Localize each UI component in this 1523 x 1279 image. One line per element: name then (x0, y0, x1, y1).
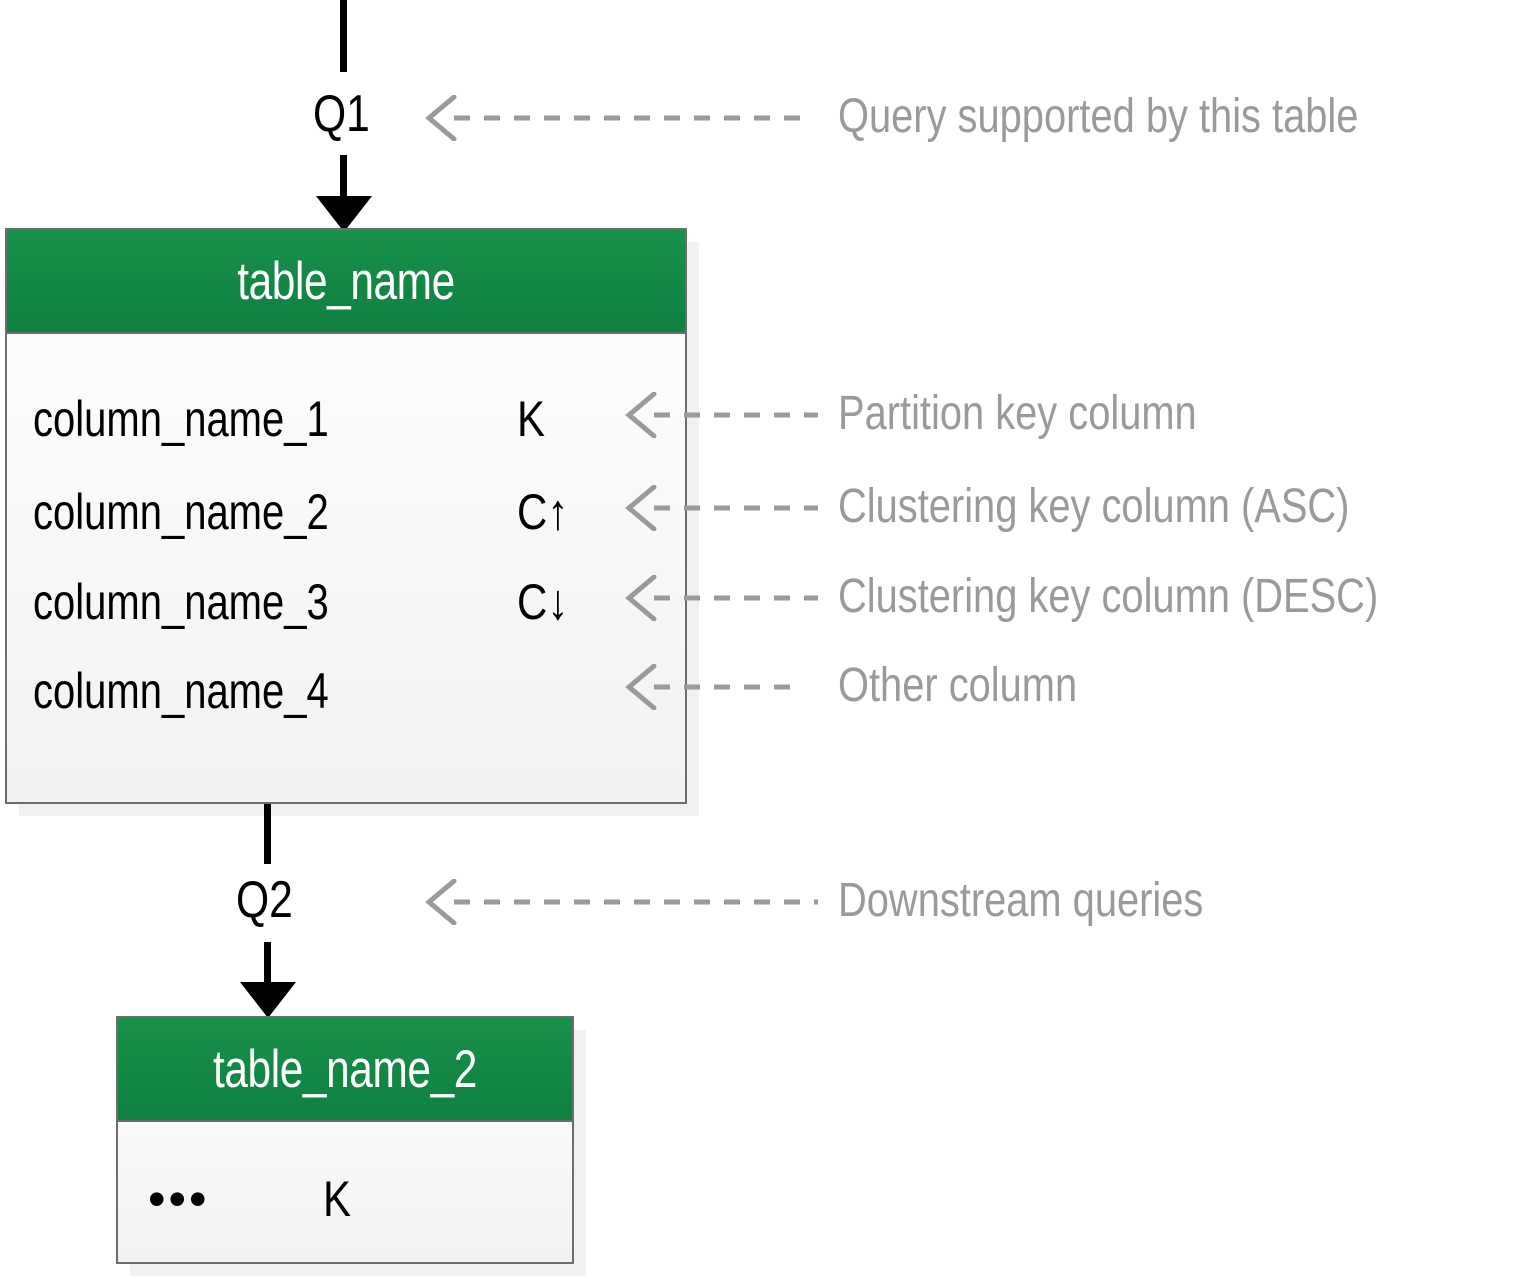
annotation-label-clustering-asc: Clustering key column (ASC) (838, 480, 1350, 533)
q2-outgoing-line-bottom (264, 942, 271, 994)
q2-arrowhead-icon (240, 982, 296, 1018)
annotation-arrow-query-supported (425, 95, 812, 141)
table-title: table_name (237, 251, 455, 311)
annotation-arrow-partition-key (625, 392, 818, 438)
q1-label: Q1 (313, 85, 370, 143)
annotation-arrow-downstream-queries (425, 879, 818, 925)
table-row[interactable]: column_name_4 (7, 660, 685, 722)
table-row[interactable]: column_name_1 K (7, 388, 685, 450)
table-card-table-name-2[interactable]: table_name_2 ••• K (116, 1016, 574, 1264)
annotation-label-other-column: Other column (838, 659, 1078, 712)
annotation-label-downstream-queries: Downstream queries (838, 874, 1204, 927)
table-row[interactable]: column_name_2 C↑ (7, 481, 685, 543)
table-row[interactable]: column_name_3 C↓ (7, 571, 685, 633)
table-body: column_name_1 K column_name_2 C↑ column_… (7, 334, 685, 802)
table-title: table_name_2 (213, 1039, 477, 1099)
column-name: column_name_4 (33, 663, 329, 719)
column-name: column_name_3 (33, 574, 329, 630)
column-name-ellipsis: ••• (148, 1171, 210, 1227)
table-header-table-name-2: table_name_2 (118, 1018, 572, 1122)
table-row[interactable]: ••• K (118, 1168, 572, 1230)
annotation-label-partition-key: Partition key column (838, 387, 1197, 440)
column-key-marker: C↓ (517, 574, 569, 630)
table-header-table-name: table_name (7, 230, 685, 334)
q2-label: Q2 (236, 871, 293, 929)
q2-outgoing-line-top (264, 804, 271, 864)
q1-incoming-line-bottom (340, 155, 347, 217)
column-key-marker: C↑ (517, 484, 569, 540)
annotation-label-query-supported: Query supported by this table (838, 90, 1359, 143)
annotation-arrow-clustering-asc (625, 485, 818, 531)
column-key-marker: K (323, 1171, 352, 1227)
column-name: column_name_1 (33, 391, 329, 447)
table-card-table-name[interactable]: table_name column_name_1 K column_name_2… (5, 228, 687, 804)
table-body: ••• K (118, 1122, 572, 1262)
q1-incoming-line-top (340, 0, 347, 72)
column-name: column_name_2 (33, 484, 329, 540)
column-key-marker: K (517, 391, 546, 447)
q1-arrowhead-icon (316, 196, 372, 232)
annotation-arrow-clustering-desc (625, 575, 818, 621)
annotation-label-clustering-desc: Clustering key column (DESC) (838, 570, 1379, 623)
annotation-arrow-other-column (625, 664, 804, 710)
